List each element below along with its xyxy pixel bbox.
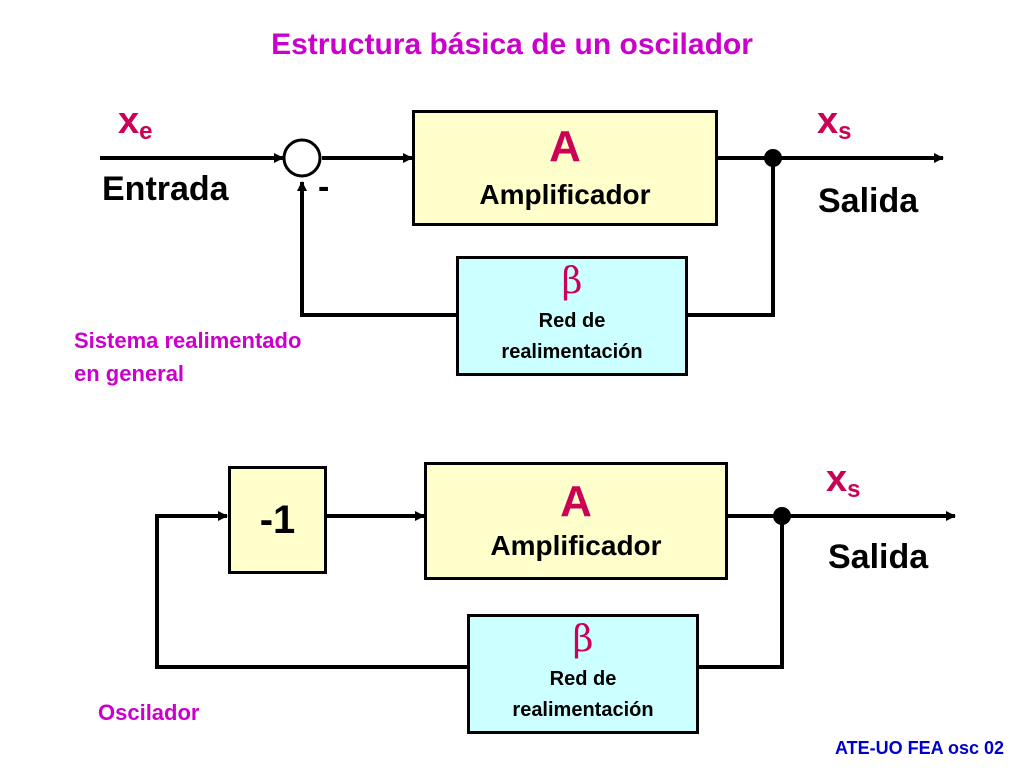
slide-footer: ATE-UO FEA osc 02	[834, 738, 1004, 758]
output-variable-bottom: xs	[826, 458, 861, 503]
beta-symbol-bottom: β	[572, 619, 594, 660]
output-variable: xs	[817, 100, 852, 145]
amplifier-block: A Amplificador	[412, 110, 718, 226]
input-label: Entrada	[102, 170, 229, 208]
amplifier-symbol: A	[549, 122, 581, 171]
amplifier-block-bottom: A Amplificador	[424, 462, 728, 580]
feedback-block: β Red de realimentación	[456, 256, 688, 376]
summing-junction	[282, 138, 322, 178]
feedback-return-wire-bottom	[155, 511, 468, 669]
inverter-block: -1	[228, 466, 327, 574]
output-node	[764, 149, 782, 167]
page-title: Estructura básica de un oscilador	[271, 28, 753, 61]
amplifier-label: Amplificador	[479, 179, 651, 210]
oscillator-caption: Oscilador	[98, 700, 200, 725]
inverter-label: -1	[259, 497, 296, 542]
input-variable: xe	[118, 100, 153, 145]
output-node-bottom	[773, 507, 791, 525]
feedback-out-wire-bottom	[697, 516, 784, 669]
feedback-label: Red de realimentación	[501, 310, 643, 363]
minus-sign: -	[318, 168, 330, 206]
amplifier-label-bottom: Amplificador	[490, 530, 662, 561]
amplifier-symbol-bottom: A	[560, 477, 592, 526]
feedback-block-bottom: β Red de realimentación	[467, 614, 699, 734]
output-label: Salida	[818, 182, 919, 220]
feedback-return-wire	[297, 181, 457, 317]
beta-symbol: β	[561, 261, 583, 302]
general-system-caption: Sistema realimentado en general	[74, 328, 302, 386]
feedback-label-bottom: Red de realimentación	[512, 668, 654, 721]
output-label-bottom: Salida	[828, 538, 929, 576]
feedback-out-wire	[686, 158, 775, 317]
